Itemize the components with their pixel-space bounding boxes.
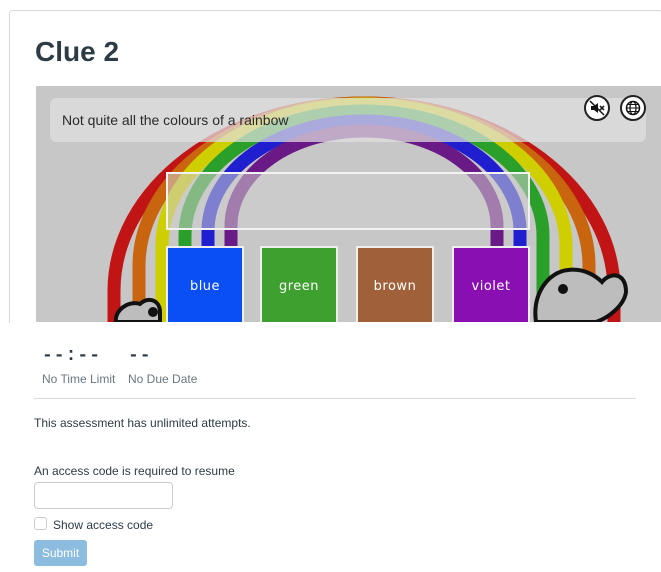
tile-label: green <box>278 278 320 294</box>
access-code-label: An access code is required to resume <box>34 464 235 478</box>
attempts-text: This assessment has unlimited attempts. <box>34 416 251 430</box>
answer-drop-zone[interactable] <box>166 172 530 230</box>
tile-label: brown <box>373 278 417 294</box>
mute-button[interactable] <box>584 95 610 121</box>
access-code-input[interactable] <box>34 482 173 509</box>
tile-blue[interactable]: blue <box>166 246 244 322</box>
language-button[interactable] <box>620 95 646 121</box>
divider <box>34 398 636 399</box>
due-date-label: No Due Date <box>128 372 198 386</box>
show-access-code-label[interactable]: Show access code <box>53 518 154 532</box>
show-access-code-checkbox[interactable] <box>34 517 47 530</box>
due-date: -- No Due Date <box>128 346 197 386</box>
time-limit-value: --:-- <box>42 346 102 366</box>
tile-green[interactable]: green <box>260 246 338 322</box>
hint-bar: Not quite all the colours of a rainbow <box>50 98 646 142</box>
game-frame[interactable]: Not quite all the colours of a rainbow b… <box>36 86 661 322</box>
tile-label: blue <box>189 278 221 294</box>
tile-label: violet <box>471 278 511 294</box>
submit-button[interactable]: Submit <box>34 540 87 566</box>
speaker-muted-icon <box>589 100 605 116</box>
hint-text: Not quite all the colours of a rainbow <box>62 112 289 128</box>
page-title: Clue 2 <box>35 36 120 67</box>
time-limit-label: No Time Limit <box>42 372 116 386</box>
globe-icon <box>625 100 641 116</box>
due-date-value: -- <box>128 346 152 366</box>
time-limit: --:-- No Time Limit <box>42 346 115 386</box>
tile-brown[interactable]: brown <box>356 246 434 322</box>
tile-violet[interactable]: violet <box>452 246 530 322</box>
